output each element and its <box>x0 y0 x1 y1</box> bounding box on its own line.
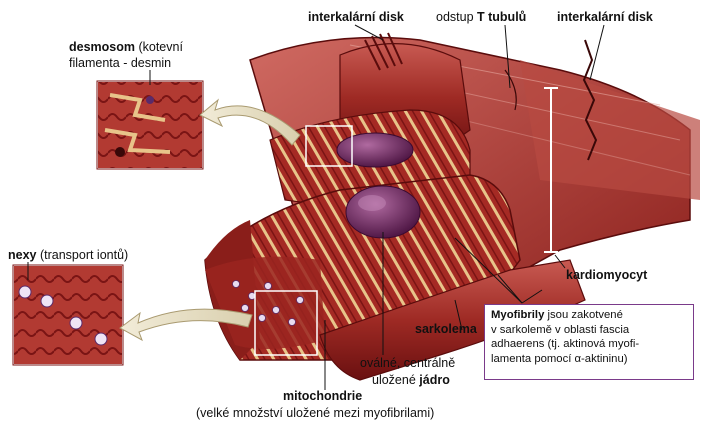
label-nucleus-prefix: uložené <box>372 373 416 387</box>
desmosome-arrow <box>199 98 301 146</box>
myofibril-note-line4: lamenta pomocí α-aktininu) <box>491 352 628 365</box>
label-mitochondria: mitochondrie <box>283 389 363 403</box>
myofibril-note-box: Myofibrily jsou zakotvené v sarkolemě v … <box>484 304 694 380</box>
leader-intercalated-right <box>589 24 605 81</box>
myofibril-note-line1: Myofibrily jsou zakotvené <box>491 308 687 323</box>
label-nucleus-line1: oválné, centrálně <box>360 356 456 370</box>
label-t-tubule-prefix: odstup <box>436 10 474 24</box>
label-intercalated-disc-left: interkalární disk <box>308 10 404 24</box>
nexus-arrow <box>119 308 253 342</box>
label-nexus: nexy (transport iontů) <box>8 248 128 263</box>
label-cardiomyocyte: kardiomyocyt <box>566 268 648 282</box>
myofibril-note-bold: Myofibrily <box>491 309 545 321</box>
label-nexus-bold: nexy <box>8 248 37 262</box>
leader-myofibril-3 <box>521 289 543 304</box>
label-t-tubule: odstup T tubulů <box>436 10 526 25</box>
label-nexus-rest: (transport iontů) <box>36 248 129 262</box>
myofibril-note-line1-rest: jsou zakotvené <box>544 309 623 321</box>
label-sarcolemma: sarkolema <box>415 322 477 336</box>
leader-t-tubule <box>504 24 511 89</box>
label-desmosome: desmosom (kotevní <box>69 40 183 55</box>
leader-intercalated-left <box>354 24 384 41</box>
label-desmosome-bold: desmosom <box>69 40 135 54</box>
label-desmosome-rest: (kotevní <box>135 40 183 54</box>
myofibril-note-line2: v sarkolemě v oblasti fascia <box>491 323 630 336</box>
label-mitochondria-note: (velké množství uložené mezi myofibrilam… <box>196 406 435 420</box>
leader-myofibril-2 <box>497 274 523 304</box>
label-nucleus-line2: uložené jádro <box>372 373 450 388</box>
desmosome-inset <box>96 80 204 170</box>
cardiomyocyte-bracket <box>544 87 558 253</box>
nexus-inset <box>12 264 124 366</box>
label-nucleus-bold: jádro <box>419 373 450 387</box>
nexus-region-frame <box>254 290 318 356</box>
leader-sarcolemma <box>454 299 463 331</box>
label-t-tubule-bold: T tubulů <box>477 10 527 24</box>
desmosome-region-frame <box>305 125 353 167</box>
label-intercalated-disc-right: interkalární disk <box>557 10 653 24</box>
leader-myofibril-1 <box>454 237 523 304</box>
label-desmosome-line2: filamenta - desmin <box>69 56 172 70</box>
myofibril-note-line3: adhaerens (tj. aktinová myofi- <box>491 338 640 350</box>
